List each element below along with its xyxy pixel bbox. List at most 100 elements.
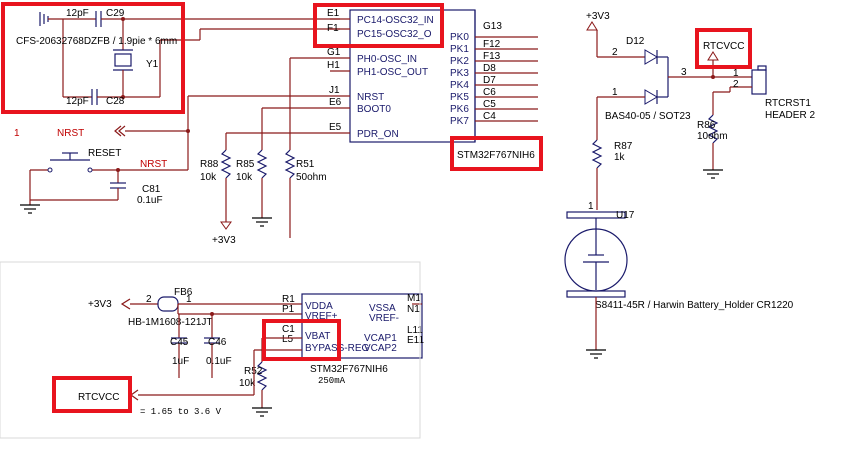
highlight-box-osc32-pins: [313, 3, 444, 48]
mcu-pin-num-f13: F13: [483, 51, 501, 62]
mcu-pin-num-g1: G1: [327, 47, 341, 58]
power-section-frame: [0, 261, 421, 439]
mcu-pin-pk5: PK5: [450, 92, 469, 103]
r51-value: 50ohm: [296, 172, 327, 183]
rtcvcc-bottom-label: RTCVCC: [78, 392, 119, 403]
power-mcu-part: STM32F767NIH6: [310, 364, 388, 375]
reset-switch-label: RESET: [88, 148, 121, 159]
crystal-part-number: CFS-20632768DZFB / 1.9pie * 6mm: [16, 36, 177, 47]
mcu-pin-num-h1: H1: [327, 60, 340, 71]
top-resistors: R88 10k +3V3 R85 10k R51 50ohm: [200, 58, 327, 246]
mcu-pin-num-c5: C5: [483, 99, 496, 110]
ferrite-pin1: 1: [186, 294, 192, 305]
r87-ref: R87: [614, 141, 633, 152]
nrst-net-label: NRST: [57, 128, 84, 139]
diode-ref: D12: [626, 36, 645, 47]
ferrite-part: HB-1M1608-121JT: [128, 317, 212, 328]
power-pin-num-l5: L5: [282, 334, 294, 345]
mcu-pin-pk1: PK1: [450, 44, 469, 55]
mcu-pin-boot0: BOOT0: [357, 104, 391, 115]
mcu-pin-pk4: PK4: [450, 80, 469, 91]
highlight-box-rtcvcc-bottom: [52, 376, 132, 413]
mcu-pin-pk3: PK3: [450, 68, 469, 79]
c45-value: 1uF: [172, 356, 189, 367]
power-pin-num-m1: M1: [407, 293, 421, 304]
r51-ref: R51: [296, 159, 315, 170]
power-pin-vcap2: VCAP2: [364, 343, 397, 354]
mcu-top-part-label: STM32F767NIH6: [457, 150, 535, 161]
reset-nrst-label: NRST: [140, 159, 167, 170]
r52-value: 10k: [239, 378, 256, 389]
diode-pin3: 3: [681, 67, 687, 78]
crystal-ref: Y1: [146, 59, 159, 70]
power-circuit: +3V3 2 FB6 1 HB-1M1608-121JT C45 1uF C46…: [88, 287, 424, 417]
reset-circuit: 1 NRST RESET NRST C81 0.1uF: [14, 96, 190, 214]
header-part: HEADER 2: [765, 110, 815, 121]
header-pin1: 1: [733, 68, 739, 79]
mcu-pin-num-f1: F1: [327, 23, 339, 34]
power-pin-num-e11: E11: [407, 335, 424, 346]
c81-value: 0.1uF: [137, 195, 163, 206]
power-pin-vssa: VSSA: [369, 303, 396, 314]
diode-pin2: 2: [612, 47, 618, 58]
mcu-pin-num-d7: D7: [483, 75, 496, 86]
c29-value: 12pF: [66, 8, 89, 19]
battery-part: S8411-45R / Harwin Battery_Holder CR1220: [595, 300, 794, 311]
mcu-pin-num-j1: J1: [329, 85, 340, 96]
battery-ref: U17: [616, 210, 635, 221]
highlight-box-rtcvcc-top: [695, 28, 752, 69]
mcu-pin-nrst: NRST: [357, 92, 384, 103]
r52-ref: R52: [244, 366, 263, 377]
c45-ref: C45: [170, 337, 189, 348]
header-ref: RTCRST1: [765, 98, 811, 109]
power-pin-num-c1: C1: [282, 324, 295, 335]
mcu-pin-pk7: PK7: [450, 116, 469, 127]
rtc-battery-circuit: +3V3 2 D12 3 1 BAS40-05 / SOT23 1 2 RTCR…: [564, 11, 815, 359]
mcu-pin-num-c4: C4: [483, 111, 496, 122]
power-pin-num-r1: R1: [282, 294, 295, 305]
rtc-supply-label: +3V3: [586, 11, 610, 22]
vbat-range-note: = 1.65 to 3.6 V: [140, 407, 222, 417]
power-pin-num-p1: P1: [282, 304, 295, 315]
oscillator-circuit: 12pF C29 CFS-20632768DZFB / 1.9pie * 6mm…: [16, 8, 340, 107]
c81-ref: C81: [142, 184, 161, 195]
mcu-pin-num-e1: E1: [327, 8, 340, 19]
r88-supply-label: +3V3: [212, 235, 236, 246]
ferrite-ref: FB6: [174, 287, 193, 298]
battery-pin1: 1: [588, 201, 594, 212]
nrst-net-num: 1: [14, 128, 20, 139]
mcu-pin-num-f12: F12: [483, 39, 501, 50]
highlight-box-oscillator: [1, 2, 185, 114]
mcu-pin-ph1: PH1-OSC_OUT: [357, 67, 428, 78]
power-pin-vref-plus: VREF+: [305, 311, 338, 322]
c28-ref: C28: [106, 96, 125, 107]
mcu-top-symbol: E1 F1 G1 H1 J1 E6 E5 PC14-OSC32_IN PC15-…: [188, 8, 538, 143]
highlight-box-mcu-part: [450, 136, 543, 171]
rtcvcc-top-label: RTCVCC: [703, 41, 744, 52]
mcu-pin-num-c6: C6: [483, 87, 496, 98]
c46-ref: C46: [208, 337, 227, 348]
power-pin-vcap1: VCAP1: [364, 333, 397, 344]
diode-part: BAS40-05 / SOT23: [605, 111, 691, 122]
mcu-pin-pc15: PC15-OSC32_O: [357, 29, 432, 40]
mcu-pin-num-e6: E6: [329, 97, 342, 108]
mcu-right-pins: [475, 36, 538, 122]
r88-ref: R88: [200, 159, 219, 170]
ferrite-pin2: 2: [146, 294, 152, 305]
power-pin-num-n1: N1: [407, 304, 420, 315]
mcu-pin-num-e5: E5: [329, 122, 342, 133]
power-supply-label: +3V3: [88, 299, 112, 310]
power-pin-vbat: VBAT: [305, 331, 330, 342]
c46-value: 0.1uF: [206, 356, 232, 367]
diode-pin1: 1: [612, 87, 618, 98]
mcu-pin-pk0: PK0: [450, 32, 469, 43]
r85-ref: R85: [236, 159, 255, 170]
r87-value: 1k: [614, 152, 626, 163]
highlight-box-vbat-pins: [262, 319, 341, 361]
mcu-pin-pc14: PC14-OSC32_IN: [357, 15, 434, 26]
mcu-pin-pk6: PK6: [450, 104, 469, 115]
c29-ref: C29: [106, 8, 125, 19]
r88-value: 10k: [200, 172, 217, 183]
mcu-pin-num-d8: D8: [483, 63, 496, 74]
